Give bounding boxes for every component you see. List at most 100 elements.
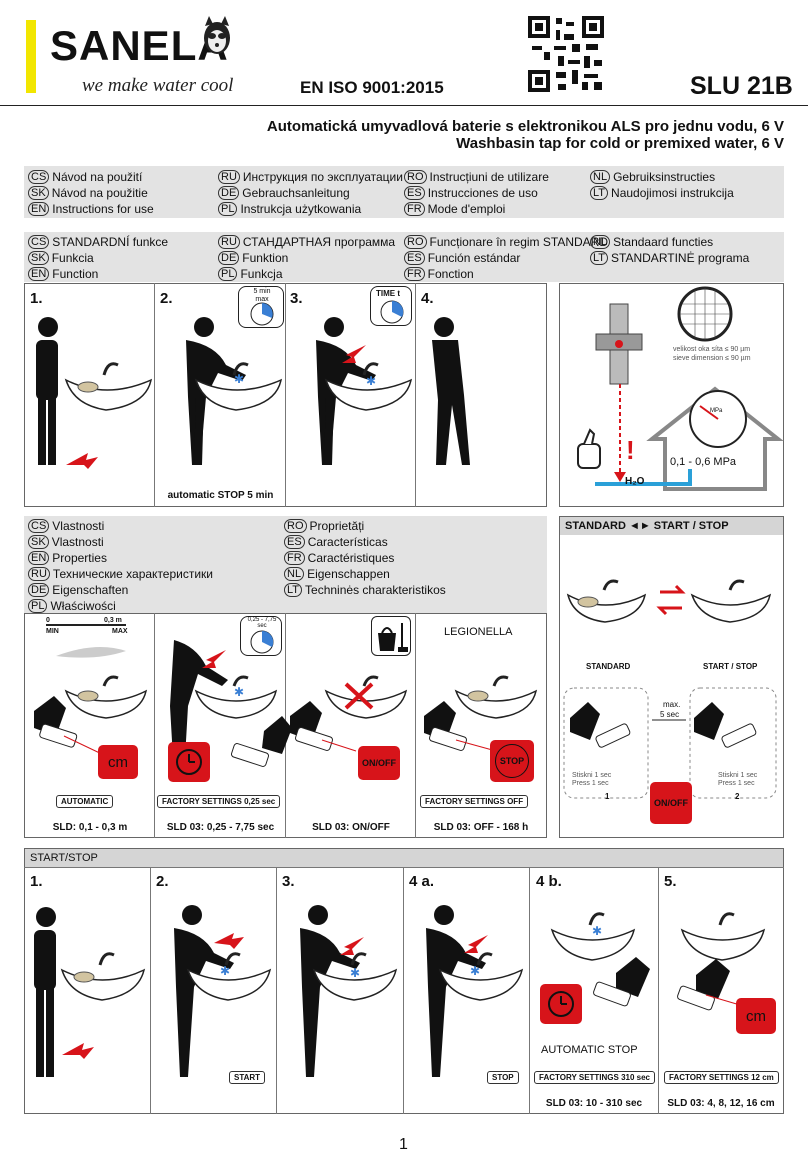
divider — [276, 867, 277, 1114]
svg-text:✱: ✱ — [350, 966, 360, 980]
language-text: Properties — [52, 551, 107, 565]
language-code-badge: PL — [218, 202, 238, 216]
language-code-badge: DE — [218, 251, 240, 265]
cm-badge: cm — [736, 998, 776, 1034]
sld-timer: SLD 03: 0,25 - 7,75 sec — [166, 822, 275, 833]
pressure-range: 0,1 - 0,6 MPa — [670, 456, 737, 468]
legionella-stop-badge: STOP — [490, 740, 534, 782]
svg-text:✱: ✱ — [366, 374, 376, 388]
divider — [403, 867, 404, 1114]
factory-settings-tag: FACTORY SETTINGS 12 cm — [664, 1071, 779, 1084]
step-number: 4 a. — [409, 873, 435, 890]
step-number: 1. — [30, 290, 43, 307]
cleaning-icon — [371, 616, 411, 656]
sink-icon — [64, 362, 153, 411]
stop-tag: STOP — [487, 1071, 519, 1084]
product-title-en: Washbasin tap for cold or premixed water… — [456, 135, 784, 152]
automatic-stop-label: AUTOMATIC STOP — [541, 1044, 638, 1056]
timer-label: 5 min max — [253, 288, 271, 303]
range-max-label: MAX — [112, 628, 128, 635]
language-text: Vlastnosti — [51, 535, 104, 549]
timer-icon — [238, 286, 284, 328]
language-code-badge: FR — [404, 267, 425, 281]
arrow-icon — [66, 453, 98, 469]
mesh-size-cz: velikost oka síta ≤ 90 µm — [673, 346, 751, 353]
language-code-badge: ES — [284, 535, 305, 549]
language-text: Función estándar — [427, 251, 521, 265]
brand-tagline: we make water cool — [82, 75, 234, 96]
brand-accent-bar — [26, 20, 36, 93]
svg-text:✱: ✱ — [470, 964, 480, 978]
automatic-tag: AUTOMATIC — [56, 795, 114, 808]
start-tag: START — [229, 1071, 266, 1084]
step-number: 2. — [160, 290, 173, 307]
language-text: Instrucciones de uso — [427, 186, 538, 200]
language-text: Techninės charakteristikos — [305, 583, 446, 597]
range-min-value: 0 — [46, 617, 50, 624]
language-text: Caractéristiques — [307, 551, 395, 565]
range-bar — [46, 624, 126, 626]
svg-text:✱: ✱ — [234, 372, 244, 386]
svg-text:!: ! — [626, 435, 635, 465]
iso-certification: EN ISO 9001:2015 — [300, 78, 444, 97]
standard-label: STANDARD — [586, 662, 631, 671]
step-number: 1. — [30, 873, 43, 890]
language-code-badge: RO — [284, 519, 307, 533]
page-number: 1 — [399, 1136, 408, 1153]
sld-legionella: SLD 03: OFF - 168 h — [433, 822, 529, 833]
divider — [285, 283, 286, 507]
language-code-badge: CS — [28, 235, 50, 249]
language-text: STANDARTINĖ programa — [611, 251, 750, 265]
startstop-label: START / STOP — [703, 662, 758, 671]
time-icon — [370, 286, 412, 326]
language-text: Instructions for use — [52, 202, 154, 216]
qr-code-icon — [528, 16, 604, 92]
standard-startstop-illustration — [563, 579, 777, 799]
startstop-header: START/STOP — [25, 849, 783, 867]
standard-startstop-header: STANDARD ◄► START / STOP — [560, 517, 783, 535]
language-code-badge: RU — [28, 567, 50, 581]
language-code-badge: NL — [590, 235, 611, 249]
press-cz-label: Stiskni 1 sec — [572, 772, 612, 779]
onoff-badge: ON/OFF — [358, 746, 400, 780]
language-text: Funcționare în regim STANDARD — [429, 235, 609, 249]
onoff-badge: ON/OFF — [650, 782, 692, 824]
language-text: Funkcja — [240, 267, 283, 281]
header-divider — [0, 105, 808, 106]
max-label: max. — [663, 700, 681, 709]
language-text: Инструкция по эксплуатации — [242, 170, 403, 184]
model-number: SLU 21B — [690, 72, 793, 100]
language-code-badge: PL — [28, 599, 48, 613]
factory-settings-tag: FACTORY SETTINGS OFF — [420, 795, 529, 808]
language-text: Mode d'emploi — [427, 202, 506, 216]
language-text: Właściwości — [50, 599, 116, 613]
language-text: Naudojimosi instrukcija — [611, 186, 734, 200]
language-text: Funktion — [242, 251, 289, 265]
language-code-badge: NL — [284, 567, 305, 581]
svg-text:✱: ✱ — [220, 964, 230, 978]
language-code-badge: LT — [590, 251, 609, 265]
svg-text:✱: ✱ — [592, 924, 602, 938]
factory-settings-tag: FACTORY SETTINGS 310 sec — [534, 1071, 656, 1084]
mesh-size-en: sieve dimension ≤ 90 µm — [673, 355, 751, 362]
language-text: Технические характеристики — [52, 567, 214, 581]
language-text: Návod na použití — [52, 170, 143, 184]
timer-icon — [240, 616, 282, 656]
step-number: 4 b. — [536, 873, 562, 890]
press-en-label: Press 1 sec — [572, 780, 609, 787]
language-text: Instrucțiuni de utilizare — [429, 170, 549, 184]
